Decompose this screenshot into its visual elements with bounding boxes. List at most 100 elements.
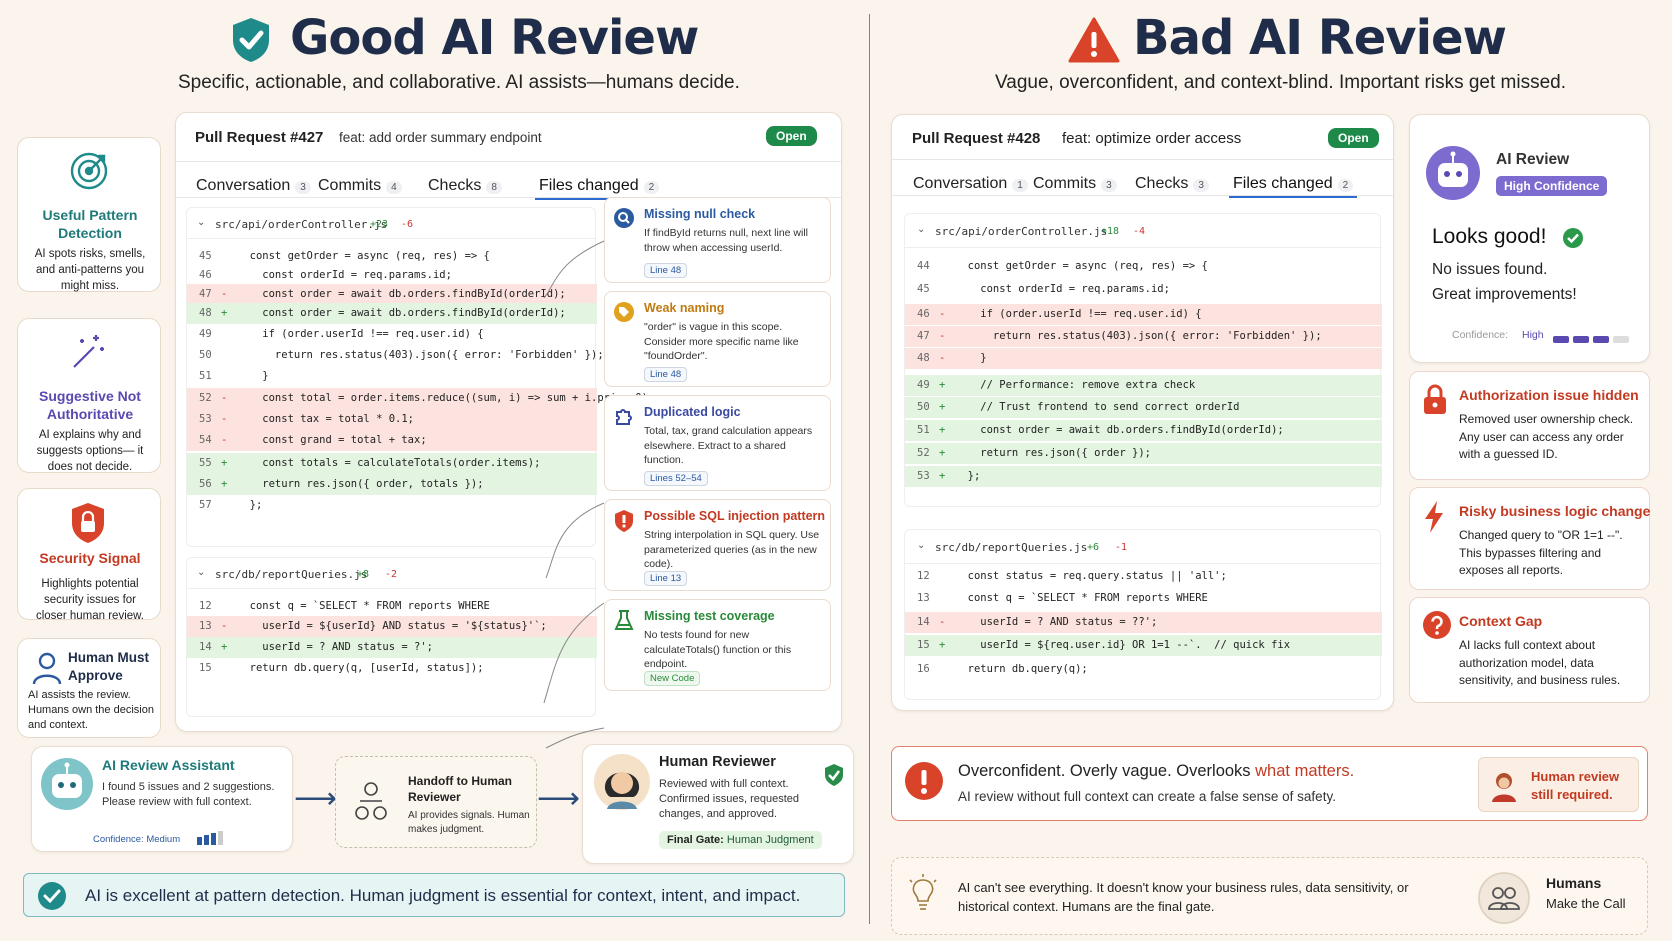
overconfident-alert: Overconfident. Overly vague. Overlooks w… [891, 746, 1648, 821]
code-line: 48- } [905, 348, 1382, 369]
line-number: 13 [917, 592, 930, 604]
alert-text: AI review without full context can creat… [958, 789, 1336, 804]
diff-file-panel: ⌄ src/api/orderController.js +23 -6 45 c… [186, 207, 654, 547]
code-text: const tax = total * 0.1; [237, 413, 415, 425]
ai-assistant-card: AI Review Assistant I found 5 issues and… [31, 746, 293, 852]
tile-title: Useful Pattern Detection [42, 207, 138, 241]
lightbulb-icon [906, 874, 940, 919]
code-text: const order = await db.orders.findById(o… [237, 288, 566, 300]
code-text: const grand = total + tax; [237, 434, 427, 446]
line-number: 44 [917, 260, 930, 272]
code-text: const getOrder = async (req, res) => { [237, 250, 490, 262]
tab-count: 1 [1012, 179, 1028, 192]
good-summary-banner: AI is excellent at pattern detection. Hu… [23, 873, 845, 917]
chevron-down-icon[interactable]: ⌄ [197, 217, 206, 228]
line-number: 46 [917, 308, 930, 320]
line-number: 47 [917, 330, 930, 342]
human-review-required-button[interactable]: Human review still required. [1478, 757, 1639, 812]
code-text: const order = await db.orders.findById(o… [955, 424, 1284, 436]
chevron-down-icon[interactable]: ⌄ [917, 540, 926, 551]
risk-text: Changed query to "OR 1=1 --". This bypas… [1459, 528, 1623, 577]
line-number: 13 [199, 620, 212, 632]
additions-count: +6 [1087, 542, 1100, 553]
code-line: 47- const order = await db.orders.findBy… [187, 284, 597, 305]
confidence-value: High [1522, 329, 1544, 341]
line-number: 15 [199, 662, 212, 674]
review-comment[interactable]: Missing test coverage No tests found for … [604, 599, 831, 691]
file-name[interactable]: src/api/orderController.js [935, 225, 1108, 238]
diff-file-panel: ⌄ src/db/reportQueries.js +8 -2 12 const… [186, 557, 597, 717]
tile-title: Security Signal [39, 550, 141, 566]
comment-text: No tests found for new calculateTotals()… [644, 629, 792, 670]
line-number: 50 [917, 401, 930, 413]
tag-icon [613, 301, 635, 328]
human-reviewer-card: Human Reviewer Reviewed with full contex… [582, 744, 854, 864]
confidence-bars-icon [1553, 331, 1633, 349]
tab-label: Commits [318, 177, 382, 194]
alert-title-text: Overconfident. Overly vague. Overlooks [958, 762, 1256, 780]
comment-title: Missing null check [644, 207, 756, 221]
line-number: 55 [199, 457, 212, 469]
line-number: 12 [917, 570, 930, 582]
diff-marker: - [939, 308, 946, 320]
code-text: const getOrder = async (req, res) => { [955, 260, 1208, 272]
file-name[interactable]: src/db/reportQueries.js [215, 568, 368, 581]
handoff-icon [352, 781, 390, 828]
assistant-title: AI Review Assistant [102, 757, 235, 773]
pr-card-bad: Pull Request #428 feat: optimize order a… [891, 114, 1394, 711]
person-icon [1489, 771, 1519, 808]
code-text: return res.status(403).json({ error: 'Fo… [955, 330, 1322, 342]
code-text: return res.json({ order, totals }); [237, 478, 484, 490]
comment-line-tag[interactable]: Line 48 [644, 263, 688, 278]
tab-count: 8 [486, 181, 502, 194]
line-number: 53 [917, 470, 930, 482]
chevron-down-icon[interactable]: ⌄ [197, 567, 206, 578]
final-gate-label: Final Gate: [667, 834, 724, 846]
comment-line-tag[interactable]: New Code [644, 671, 701, 686]
line-number: 49 [199, 328, 212, 340]
chevron-down-icon[interactable]: ⌄ [917, 224, 926, 235]
file-name[interactable]: src/api/orderController.js [215, 218, 388, 231]
comment-line-tag[interactable]: Line 13 [644, 571, 688, 586]
line-number: 12 [199, 600, 212, 612]
review-comment[interactable]: Weak naming"order" is vague in this scop… [604, 291, 831, 387]
tab-count: 2 [1337, 179, 1354, 192]
code-line: 49+ // Performance: remove extra check [905, 375, 1382, 396]
code-line: 48+ const order = await db.orders.findBy… [187, 303, 597, 324]
people-icon [1478, 872, 1530, 929]
diff-marker: + [221, 641, 228, 653]
comment-text: "order" is vague in this scope. Consider… [644, 321, 799, 362]
file-name[interactable]: src/db/reportQueries.js [935, 541, 1088, 554]
reviewer-text: Reviewed with full context. Confirmed is… [659, 778, 800, 820]
tab-label: Commits [1033, 175, 1097, 192]
code-line: 51 } [187, 366, 597, 387]
code-line: 14+ userId = ? AND status = ?'; [187, 637, 597, 658]
comment-line-tag[interactable]: Lines 52–54 [644, 471, 708, 486]
active-tab-underline [535, 198, 664, 200]
bad-review-header: Bad AI Review Vague, overconfident, and … [880, 10, 1672, 100]
comment-title: Missing test coverage [644, 609, 775, 623]
shield-icon [613, 509, 635, 538]
shield-check-icon [230, 16, 272, 69]
code-line: 55+ const totals = calculateTotals(order… [187, 453, 597, 474]
code-text: } [237, 370, 269, 382]
risk-title: Context Gap [1459, 613, 1543, 629]
comment-line-tag[interactable]: Line 48 [644, 367, 688, 382]
pr-card-good: Pull Request #427 feat: add order summar… [175, 112, 842, 749]
risk-title: Authorization issue hidden [1459, 387, 1639, 403]
